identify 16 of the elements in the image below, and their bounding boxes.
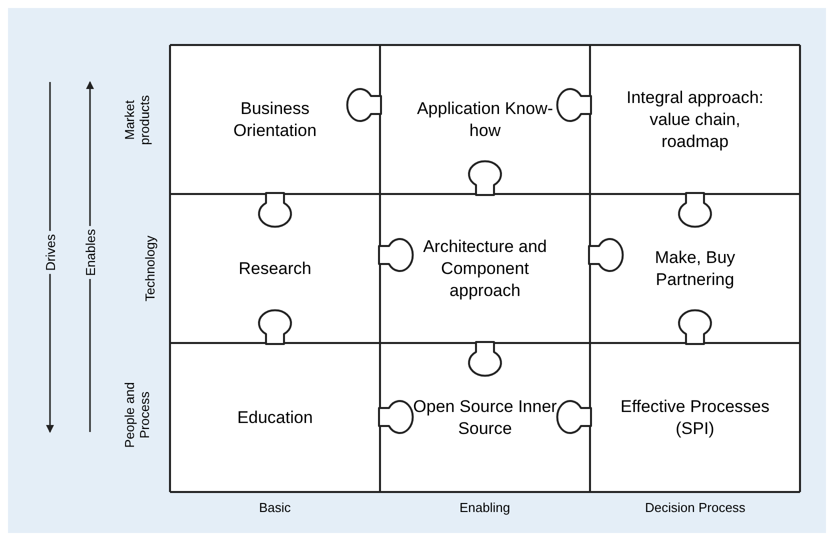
column-label: Enabling [460,500,510,514]
piece-label: Application Know-how [416,98,554,142]
piece-label: Education [237,406,313,428]
row-label: People and Process [122,381,152,450]
row-label: Technology [142,235,158,301]
row-label: Market products [122,94,152,147]
arrow-label: Enables [82,226,98,278]
piece-label: Research [238,258,312,280]
piece-label: Integral approach: value chain, roadmap [625,86,765,152]
column-label: Decision Process [645,500,746,514]
column-label: Basic [259,500,291,514]
piece-label: Business Orientation [232,98,318,142]
piece-label: Make, Buy Partnering [654,246,736,290]
piece-label: Effective Processes (SPI) [620,396,770,440]
piece-label: Architecture and Component approach [422,236,548,302]
piece-label: Open Source Inner Source [412,396,558,440]
